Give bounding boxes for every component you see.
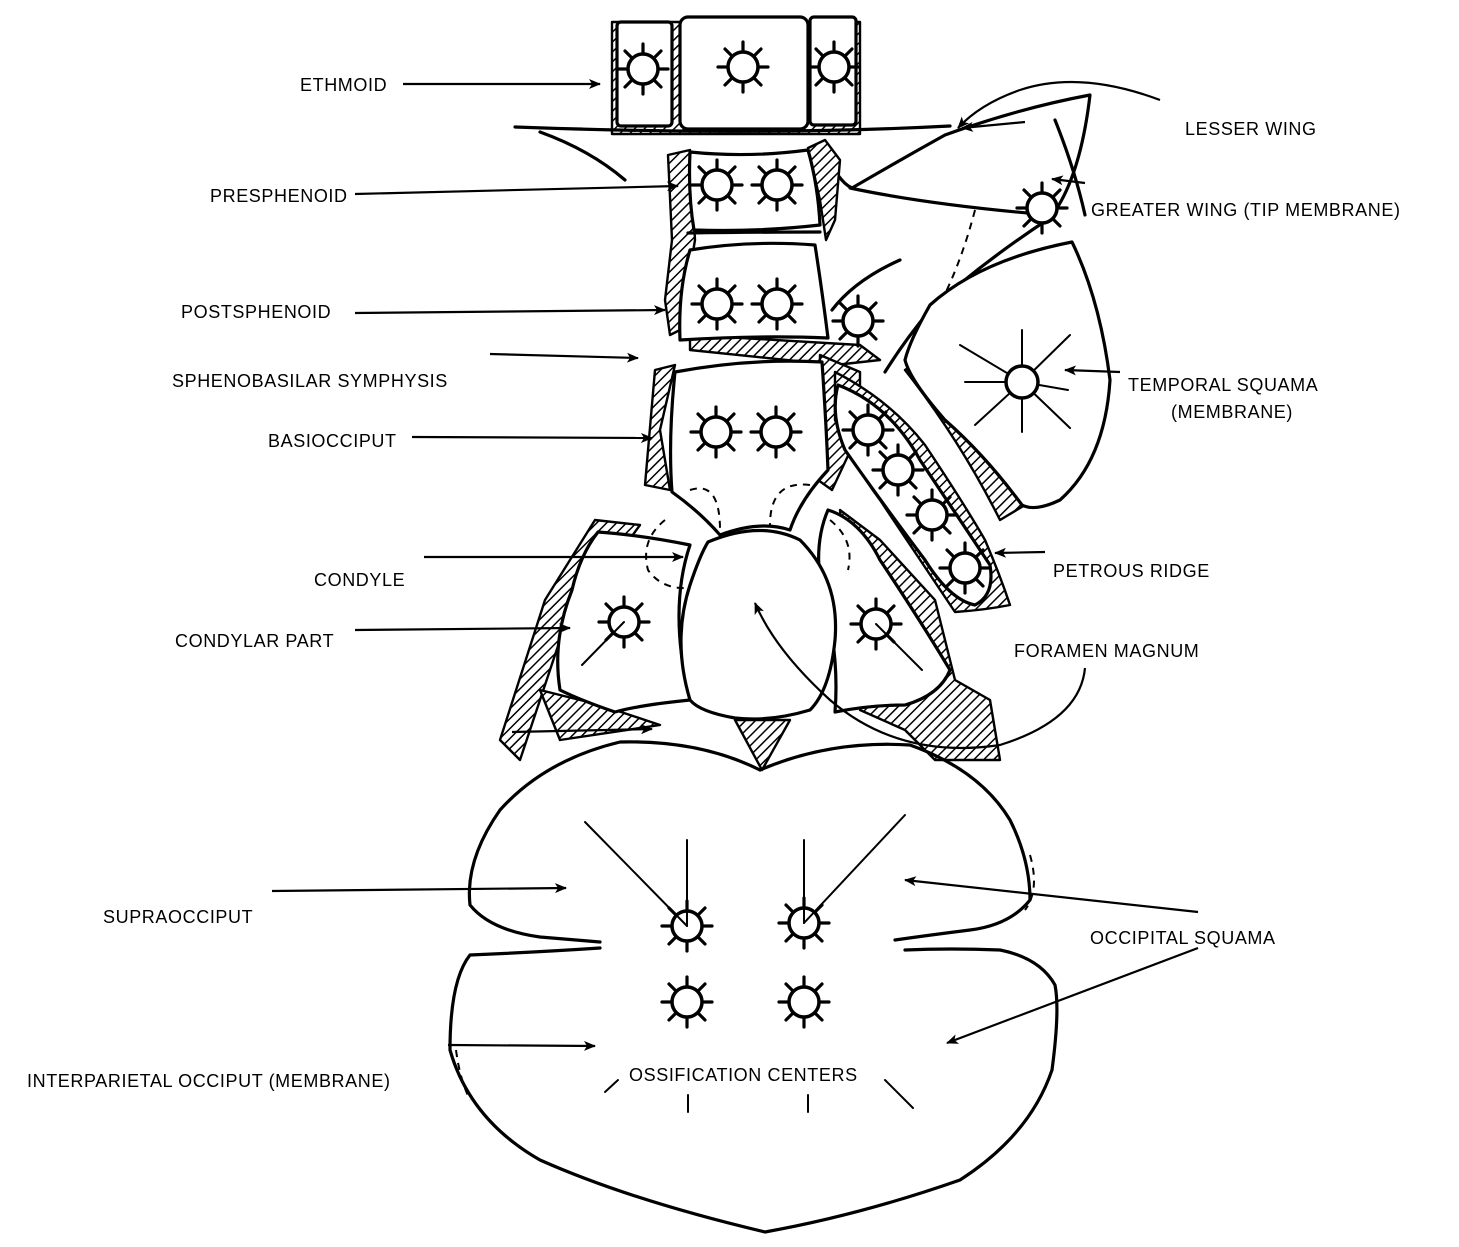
occipital-squama-arrow-2 bbox=[946, 946, 1199, 1045]
label-supraocciput: SUPRAOCCIPUT bbox=[103, 907, 253, 927]
label-interparietal-occiput: INTERPARIETAL OCCIPUT (MEMBRANE) bbox=[27, 1071, 391, 1091]
basiocciput-arrow bbox=[411, 432, 653, 443]
base-arrow bbox=[511, 724, 653, 735]
temporal-squama-arrow bbox=[1064, 365, 1121, 376]
label-temporal-squama-membrane: (MEMBRANE) bbox=[1171, 402, 1293, 422]
postsphenoid-arrow bbox=[354, 305, 666, 316]
label-petrous-ridge: PETROUS RIDGE bbox=[1053, 561, 1210, 581]
interparietal-arrow bbox=[447, 1040, 596, 1051]
label-ethmoid: ETHMOID bbox=[300, 75, 387, 95]
basiocciput-bone bbox=[668, 359, 830, 537]
foramen-magnum-arrow bbox=[753, 602, 1087, 750]
label-greater-wing: GREATER WING (TIP MEMBRANE) bbox=[1091, 200, 1401, 220]
label-lesser-wing: LESSER WING bbox=[1185, 119, 1317, 139]
label-sphenobasilar-symphysis: SPHENOBASILAR SYMPHYSIS bbox=[172, 371, 448, 391]
supraocciput-arrow bbox=[271, 883, 567, 894]
sphenobasilar-arrow bbox=[489, 352, 639, 363]
label-postsphenoid: POSTSPHENOID bbox=[181, 302, 331, 322]
lesser-wing-arrow bbox=[961, 120, 1026, 132]
labels: ETHMOID PRESPHENOID POSTSPHENOID SPHENOB… bbox=[27, 75, 1401, 1091]
label-condyle: CONDYLE bbox=[314, 570, 405, 590]
occipital-squama bbox=[448, 740, 1059, 1234]
label-occipital-squama: OCCIPITAL SQUAMA bbox=[1090, 928, 1276, 948]
label-condylar-part: CONDYLAR PART bbox=[175, 631, 334, 651]
condylar-part-arrow bbox=[354, 623, 571, 634]
radiating-lines bbox=[581, 329, 1071, 1113]
label-ossification-centers: OSSIFICATION CENTERS bbox=[629, 1065, 858, 1085]
label-basiocciput: BASIOCCIPUT bbox=[268, 431, 397, 451]
label-temporal-squama: TEMPORAL SQUAMA bbox=[1128, 375, 1318, 395]
lesser-wing-curve bbox=[957, 80, 1161, 129]
presphenoid-arrow bbox=[354, 181, 679, 196]
label-presphenoid: PRESPHENOID bbox=[210, 186, 348, 206]
occipital-squama-arrow-1 bbox=[904, 876, 1199, 914]
label-arrows bbox=[271, 79, 1199, 1051]
label-foramen-magnum: FORAMEN MAGNUM bbox=[1014, 641, 1199, 661]
greater-wing-arrow bbox=[1051, 175, 1086, 186]
ethmoid-bone bbox=[513, 15, 952, 136]
petrous-ridge-arrow bbox=[994, 547, 1046, 558]
foramen-magnum bbox=[679, 528, 838, 721]
